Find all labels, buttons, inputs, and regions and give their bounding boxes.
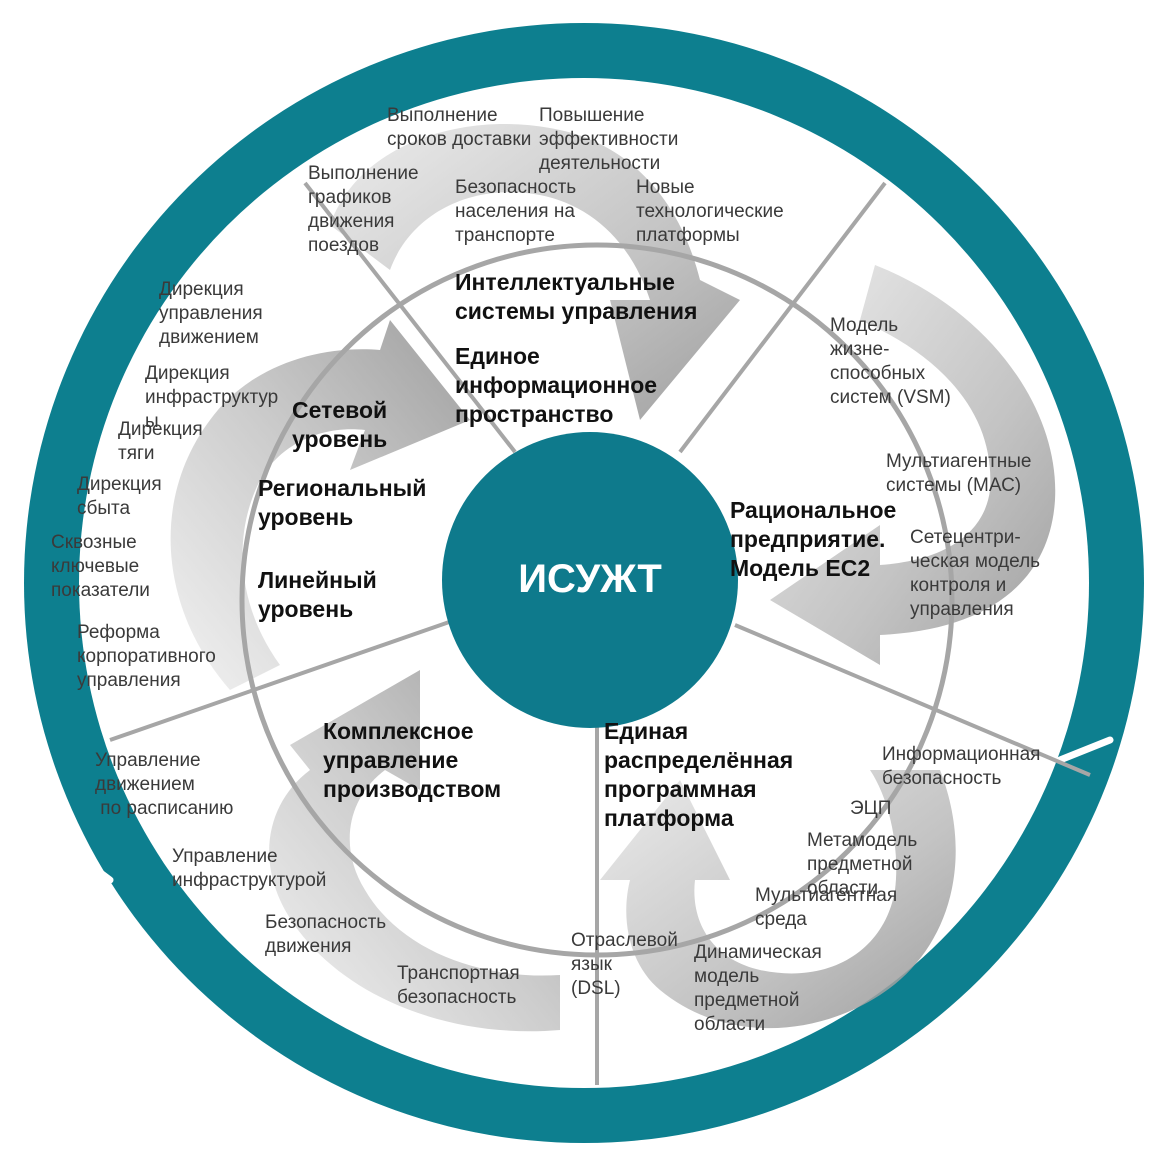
item-key-indicators: Сквозные ключевые показатели [51,532,150,601]
divider-lines [109,181,1091,1085]
center-disc [442,432,738,728]
arrow-bottom-right [600,770,956,1029]
title-complex-production: Комплексное управление производством [323,718,502,802]
level-regional: Региональный уровень [258,475,427,530]
title-rational-enterprise: Рациональное предприятие. Модель EC2 [730,497,897,581]
ring-streaks [11,11,1159,1162]
item-dynamic-model: Динамическая модель предметной области [694,942,822,1035]
title-intelligent-systems: Интеллектуальные системы управления [455,269,698,324]
title-distributed-platform: Единая распределённая программная платфо… [604,718,794,831]
arrow-left [170,320,470,690]
item-vsm: Модель жизне- способных систем (VSM) [830,315,951,408]
item-train-schedules: Выполнение графиков движения поездов [308,163,419,256]
item-corporate-reform: Реформа корпоративного управления [77,622,216,691]
item-tech-platforms: Новые технологические платформы [636,177,784,246]
item-traffic-safety: Безопасность движения [265,912,387,957]
item-mas: Мультиагентные системы (МАС) [886,451,1032,496]
arrow-top [330,124,740,420]
title-unified-info-space: Единое информационное пространство [455,343,658,427]
item-schedule-traffic: Управление движением по расписанию [95,750,234,819]
item-traffic-directorate: Дирекция управления движением [159,279,263,348]
item-public-safety: Безопасность населения на транспорте [455,177,577,246]
level-linear: Линейный уровень [258,567,377,622]
item-efficiency: Повышение эффективности деятельности [539,105,679,174]
item-metamodel: Метамодель предметной области [807,830,918,899]
item-delivery-deadlines: Выполнение сроков доставки [387,105,532,150]
item-infrastructure-mgmt: Управление инфраструктурой [172,846,327,891]
item-transport-security: Транспортная безопасность [397,963,520,1008]
item-multiagent-env: Мультиагентная среда [755,885,898,930]
item-info-security: Информационная безопасность [882,744,1041,789]
item-netcentric: Сетецентри- ческая модель контроля и упр… [910,527,1041,620]
item-dsl: Отраслевой язык (DSL) [571,930,678,999]
item-traction-directorate: Дирекция тяги [118,419,203,464]
arrow-bottom-left [269,670,560,1032]
level-network: Сетевой уровень [292,397,388,452]
arrow-right [770,265,1056,665]
item-sales-directorate: Дирекция сбыта [77,474,162,519]
item-eds: ЭЦП [850,798,892,819]
item-infrastructure-directorate: Дирекция инфраструктур ы [145,363,279,432]
cycle-arrows [170,124,1056,1032]
center-label: ИСУЖТ [518,557,662,601]
